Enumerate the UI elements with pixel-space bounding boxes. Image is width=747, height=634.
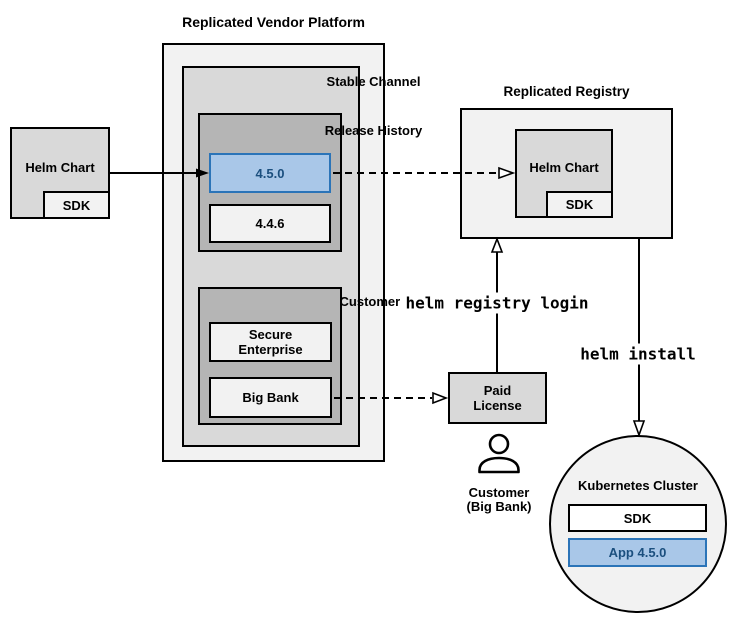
registry-helm-chart-label: Helm Chart [529, 160, 599, 175]
kubernetes-cluster-title: Kubernetes Cluster [578, 478, 698, 493]
stable-channel-title: Stable Channel [326, 74, 421, 89]
customer-caption: Customer (Big Bank) [437, 486, 561, 514]
customer-big-bank-box: Big Bank [209, 377, 332, 418]
customers-title: Customers [339, 294, 408, 309]
registry-sdk-box: SDK [546, 191, 613, 218]
release-4-4-6-label: 4.4.6 [255, 216, 285, 231]
vendor-platform-title: Replicated Vendor Platform [182, 14, 365, 30]
release-4-5-0-box: 4.5.0 [209, 153, 331, 193]
cluster-sdk-box: SDK [568, 504, 707, 532]
paid-license-box: Paid License [448, 372, 547, 424]
source-helm-chart-label: Helm Chart [25, 159, 95, 175]
customer-secure-enterprise-label: Secure Enterprise [238, 327, 303, 357]
cluster-sdk-label: SDK [623, 510, 652, 526]
source-sdk-box: SDK [43, 191, 110, 219]
customer-secure-enterprise-box: Secure Enterprise [209, 322, 332, 362]
customer-big-bank-label: Big Bank [242, 390, 299, 405]
release-history-title: Release History [324, 123, 423, 138]
customer-caption-detail: (Big Bank) [466, 499, 532, 514]
registry-sdk-label: SDK [565, 197, 594, 212]
release-4-4-6-box: 4.4.6 [209, 204, 331, 243]
source-sdk-label: SDK [62, 197, 91, 213]
cluster-app-box: App 4.5.0 [568, 538, 707, 567]
arrow-registry-to-cluster [632, 239, 646, 438]
paid-license-label: Paid License [473, 383, 522, 413]
release-4-5-0-label: 4.5.0 [255, 165, 285, 181]
customer-caption-name: Customer [468, 485, 530, 500]
person-icon [478, 433, 520, 474]
cluster-app-label: App 4.5.0 [608, 545, 667, 560]
registry-title: Replicated Registry [503, 84, 630, 99]
helm-registry-login-command: helm registry login [400, 292, 594, 314]
helm-install-command: helm install [575, 343, 701, 365]
